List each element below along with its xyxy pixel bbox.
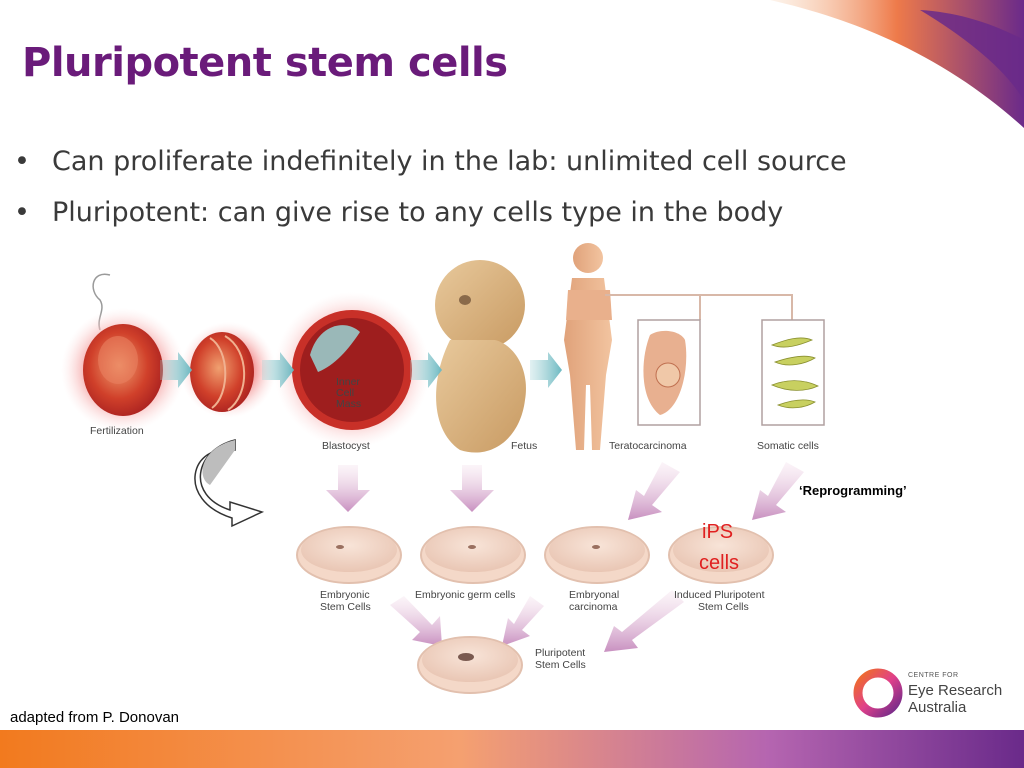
bullet-list: • Can proliferate indefinitely in the lab…: [14, 136, 847, 238]
inner-cell-mass-label: Mass: [336, 398, 361, 410]
fetus-figure: [435, 260, 526, 453]
credit-text: adapted from P. Donovan: [10, 709, 180, 726]
convergence-arrow: [390, 596, 442, 646]
logo-small-text: CENTRE FOR: [908, 672, 959, 679]
ipsc-label: Stem Cells: [698, 601, 749, 613]
stage-arrow: [530, 352, 562, 388]
inner-cell-mass-label: Cell: [336, 387, 354, 399]
slide-title: Pluripotent stem cells: [22, 40, 508, 86]
egc-label: Embryonic germ cells: [415, 589, 515, 601]
derivation-arrow: [326, 465, 370, 512]
bullet-text: Can proliferate indefinitely in the lab:…: [52, 146, 847, 177]
ips-label-line1: iPS: [702, 521, 733, 543]
teratocarcinoma-label: Teratocarcinoma: [609, 440, 687, 452]
blastocyst-cell: [274, 292, 430, 448]
bullet-dot-icon: •: [14, 146, 30, 177]
dish-ec: [544, 526, 650, 584]
derivation-arrow: [752, 462, 804, 520]
psc-label: Stem Cells: [535, 659, 586, 671]
blastocyst-label: Blastocyst: [322, 440, 370, 452]
dish-psc: [417, 636, 523, 694]
dish-esc: [296, 526, 402, 584]
curved-return-arrow: [194, 439, 265, 528]
derivation-arrow: [450, 465, 494, 512]
bullet-text: Pluripotent: can give rise to any cells …: [52, 197, 784, 228]
derivation-arrow: [628, 462, 680, 520]
bullet-item: • Can proliferate indefinitely in the lab…: [14, 136, 847, 187]
ips-label-line2: cells: [699, 552, 739, 574]
reprogramming-label: ‘Reprogramming’: [799, 483, 907, 498]
fertilization-cell: [61, 308, 185, 432]
convergence-arrow: [502, 596, 544, 646]
psc-label: Pluripotent: [535, 647, 585, 659]
stage-arrow: [410, 352, 442, 388]
ipsc-label: Induced Pluripotent: [674, 589, 765, 601]
cleavage-cell: [180, 322, 276, 418]
cera-logo: [853, 668, 903, 718]
somatic-cells-label: Somatic cells: [757, 440, 819, 452]
stage-arrow: [160, 352, 192, 388]
bullet-item: • Pluripotent: can give rise to any cells…: [14, 187, 847, 238]
inner-cell-mass-label: Inner: [336, 376, 360, 388]
teratocarcinoma-box: [637, 319, 701, 426]
connector-line: [605, 294, 793, 320]
somatic-cells-box: [761, 319, 825, 426]
top-swoosh-dark: [920, 10, 1024, 100]
bullet-dot-icon: •: [14, 197, 30, 228]
adult-figure: [564, 243, 612, 450]
esc-label: Stem Cells: [320, 601, 371, 613]
dish-egc: [420, 526, 526, 584]
logo-name-text: Eye Research Australia: [908, 682, 1003, 716]
bottom-band: [0, 730, 1024, 768]
fertilization-label: Fertilization: [90, 425, 144, 437]
stage-arrow: [262, 352, 294, 388]
ec-label: carcinoma: [569, 601, 618, 613]
esc-label: Embryonic: [320, 589, 370, 601]
dish-ipsc: [668, 526, 774, 584]
fetus-label: Fetus: [511, 440, 537, 452]
convergence-arrow: [604, 590, 684, 652]
ec-label: Embryonal: [569, 589, 619, 601]
